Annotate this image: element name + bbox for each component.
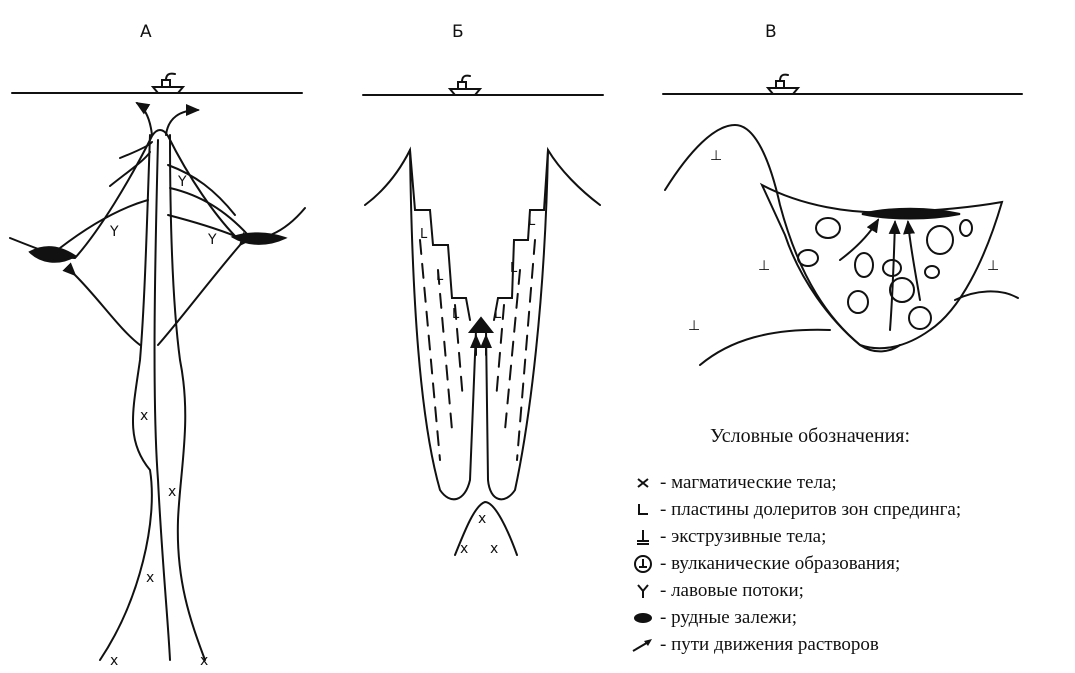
x-mark: x	[110, 653, 118, 669]
panel-label-a: А	[140, 22, 152, 42]
x-mark: x	[460, 541, 468, 557]
ore-lens-right	[233, 233, 285, 244]
ore-body-v	[862, 209, 960, 219]
legend-item-label: - вулканические образования;	[660, 553, 900, 575]
legend-title: Условные обозначения:	[710, 425, 910, 448]
volcanic-blob	[798, 218, 972, 329]
ore-lens-left	[30, 247, 75, 262]
x-mark: x	[490, 541, 498, 557]
extrusive-mark: ⊥	[758, 258, 770, 274]
legend-item-label: - пластины долеритов зон спрединга;	[660, 499, 961, 521]
extrusive-mark: ⊥	[710, 148, 722, 164]
legend-item-volcanic: - вулканические образования;	[630, 552, 900, 576]
l-plate-icon	[630, 499, 656, 521]
legend-item-lava: - лавовые потоки;	[630, 579, 804, 603]
l-mark: L	[436, 269, 444, 284]
ship-icon	[768, 75, 798, 94]
legend-item-label: - магматические тела;	[660, 472, 837, 494]
panel-v: ⊥ ⊥ ⊥ ⊥	[663, 75, 1022, 365]
ore-body-b	[470, 318, 492, 332]
legend-item-label: - лавовые потоки;	[660, 580, 804, 602]
legend-item-magmatic: - магматические тела;	[630, 471, 837, 495]
l-mark: L	[494, 307, 502, 322]
legend-item-label: - пути движения растворов	[660, 634, 879, 656]
legend-item-label: - рудные залежи;	[660, 607, 797, 629]
arrow-icon	[630, 634, 656, 656]
extrusive-mark: ⊥	[688, 318, 700, 334]
x-mark: x	[200, 653, 208, 669]
legend-item-extrusive: - экструзивные тела;	[630, 525, 826, 549]
legend-item-fluid-paths: - пути движения растворов	[630, 633, 879, 657]
ship-icon	[450, 76, 480, 95]
extrusive-mark: ⊥	[987, 258, 999, 274]
l-mark: L	[528, 214, 536, 229]
y-mark: Y	[109, 224, 119, 240]
x-icon	[630, 472, 656, 494]
y-icon	[630, 580, 656, 602]
x-mark: x	[146, 570, 154, 586]
y-mark: Y	[207, 232, 217, 248]
l-mark: L	[452, 307, 460, 322]
volcanic-icon	[630, 553, 656, 575]
y-mark: Y	[177, 174, 187, 190]
legend-item-ore: - рудные залежи;	[630, 606, 797, 630]
x-mark: x	[140, 408, 148, 424]
l-mark: L	[420, 227, 428, 242]
legend-item-plates: - пластины долеритов зон спрединга;	[630, 498, 961, 522]
panel-a: x x x x x Y Y Y	[10, 74, 305, 669]
x-mark: x	[478, 511, 486, 527]
ore-icon	[630, 607, 656, 629]
x-mark: x	[168, 484, 176, 500]
ship-icon	[153, 74, 183, 93]
legend-item-label: - экструзивные тела;	[660, 526, 826, 548]
l-mark: L	[510, 261, 518, 276]
extrusive-icon	[630, 526, 656, 548]
panel-label-v: В	[765, 22, 777, 42]
panel-b: x x x L L L L L L	[363, 76, 603, 557]
panel-label-b: Б	[452, 22, 464, 42]
